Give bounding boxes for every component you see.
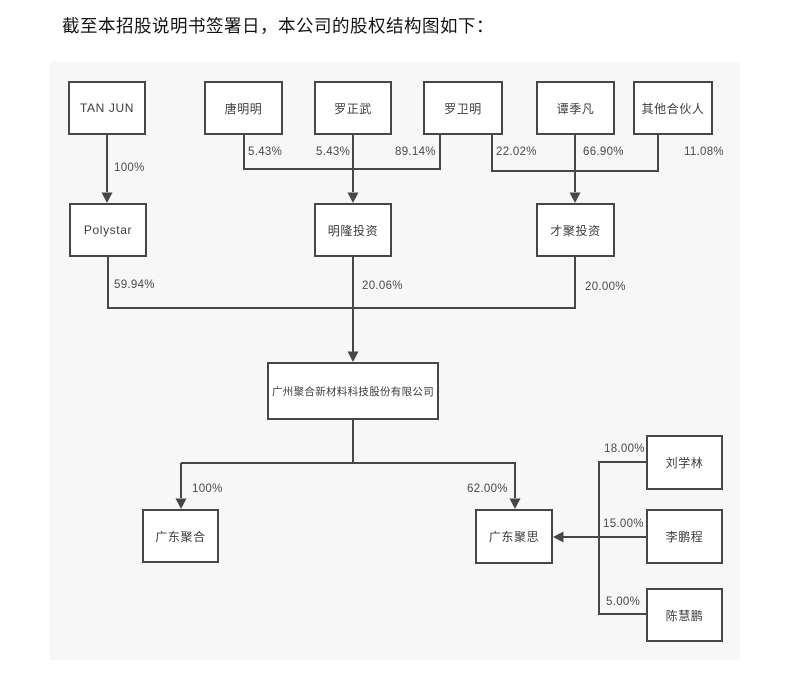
node-label: 广东聚思 [488, 530, 540, 544]
node-chen-huipeng: 陈慧鹏 [646, 588, 723, 642]
ownership-percent-label: 66.90% [583, 146, 624, 158]
node-caiju-investment: 才聚投资 [536, 203, 615, 257]
node-label: 刘学林 [665, 456, 704, 470]
node-li-pengcheng: 李鹏程 [646, 509, 723, 564]
node-label: 才聚投资 [550, 223, 601, 238]
ownership-percent-label: 89.14% [395, 146, 436, 158]
node-label: 广东聚合 [155, 529, 206, 544]
node-label: 明隆投资 [327, 223, 379, 238]
node-company: 广州聚合新材料科技股份有限公司 [267, 362, 439, 420]
node-label: 陈慧鹏 [665, 608, 704, 623]
node-guangdong-jusi: 广东聚思 [475, 509, 553, 564]
ownership-percent-label: 20.00% [585, 281, 626, 293]
node-polystar: Polystar [69, 203, 147, 257]
node-label: 罗正武 [334, 101, 372, 116]
node-guangdong-juhe: 广东聚合 [142, 509, 219, 563]
ownership-percent-label: 18.00% [604, 443, 645, 455]
ownership-percent-label: 11.08% [684, 146, 724, 158]
ownership-percent-label: 5.00% [606, 596, 641, 608]
node-label: TAN JUN [80, 101, 134, 115]
ownership-percent-label: 15.00% [603, 518, 644, 530]
ownership-percent-label: 59.94% [114, 279, 155, 291]
ownership-percent-label: 100% [114, 162, 145, 174]
node-label: Polystar [83, 223, 133, 237]
ownership-percent-label: 5.43% [248, 146, 283, 158]
ownership-percent-label: 22.02% [496, 146, 537, 158]
node-label: 谭季凡 [556, 101, 595, 116]
node-label: 广州聚合新材料科技股份有限公司 [272, 385, 434, 398]
node-luo-weiming: 罗卫明 [423, 81, 503, 135]
ownership-percent-label: 62.00% [467, 483, 508, 495]
ownership-percent-label: 100% [192, 483, 223, 495]
node-tang-mingming: 唐明明 [204, 81, 283, 135]
node-luo-zhengwu: 罗正武 [314, 81, 392, 135]
node-tan-jun: TAN JUN [68, 81, 146, 135]
ownership-percent-label: 20.06% [362, 280, 403, 292]
ownership-percent-label: 5.43% [316, 146, 351, 158]
node-minglong-investment: 明隆投资 [314, 203, 392, 257]
node-label: 唐明明 [224, 101, 263, 116]
node-liu-xuelin: 刘学林 [646, 435, 723, 490]
node-label: 李鹏程 [665, 530, 704, 544]
node-label: 其他合伙人 [641, 101, 705, 116]
node-tan-jifan: 谭季凡 [536, 81, 615, 135]
node-other-partners: 其他合伙人 [633, 81, 713, 135]
node-label: 罗卫明 [444, 101, 482, 116]
page-title: 截至本招股说明书签署日，本公司的股权结构图如下： [62, 16, 494, 36]
